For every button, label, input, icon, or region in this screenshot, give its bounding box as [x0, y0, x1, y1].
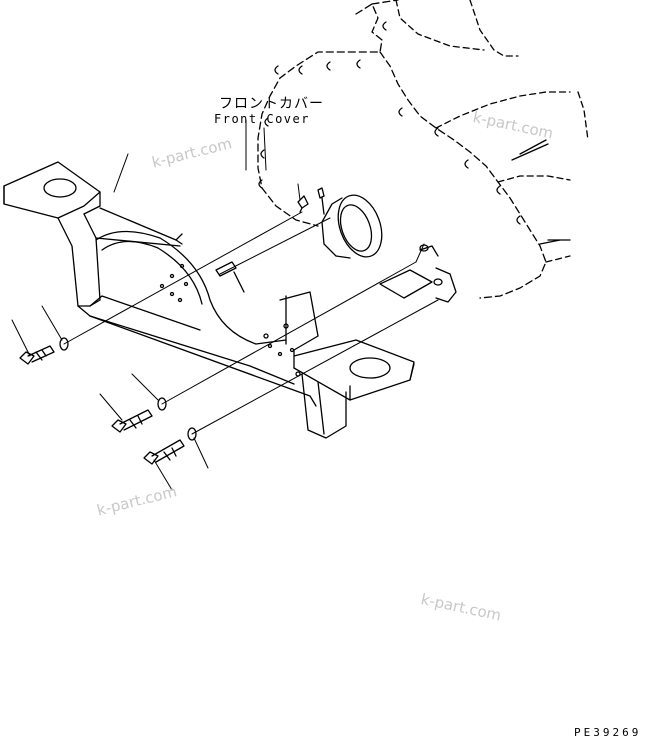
- right-mount-hole: [350, 358, 390, 378]
- washer-1: [60, 338, 68, 350]
- washer-3: [188, 428, 196, 440]
- leader-lines: [12, 120, 300, 490]
- bolt-3: [144, 440, 184, 464]
- assembly-lines: [64, 212, 438, 434]
- engine-support-bracket: [4, 162, 414, 438]
- front-cover-label-jp: フロントカバー: [219, 96, 324, 112]
- cover-bolt-left: [298, 196, 308, 212]
- front-cover-label-en: Front Cover: [214, 112, 310, 126]
- drawing-code: PE39269: [574, 726, 642, 739]
- bolt-2: [112, 410, 152, 432]
- washer-2: [158, 398, 166, 410]
- bolt-1: [20, 346, 54, 364]
- dowel-pin: [216, 262, 244, 292]
- cover-bolt-right: [318, 188, 324, 214]
- engine-front-cover: [258, 0, 588, 302]
- left-mount-hole: [44, 179, 76, 197]
